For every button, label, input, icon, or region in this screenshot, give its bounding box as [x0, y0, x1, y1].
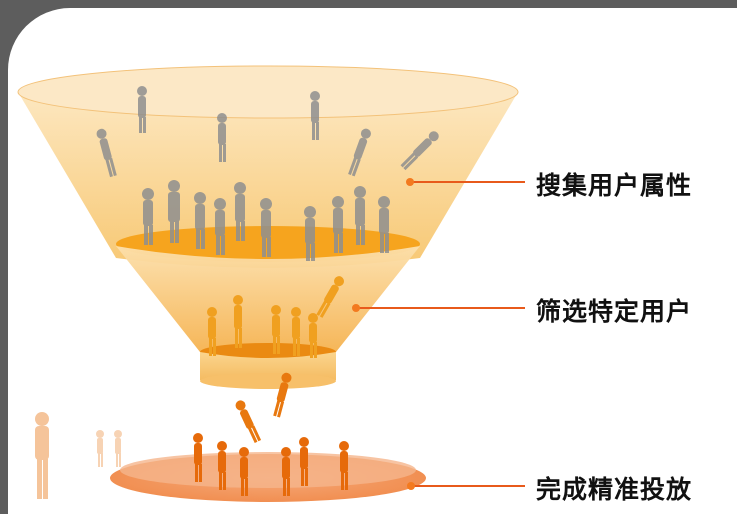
stage-label-deliver: 完成精准投放 [536, 475, 693, 504]
person-icon [114, 430, 122, 467]
target-plate [110, 452, 426, 502]
person-icon [217, 441, 227, 490]
person-icon [304, 206, 316, 261]
dot-icon [406, 178, 414, 186]
person-icon [271, 305, 281, 354]
people-group-falling [235, 372, 292, 443]
connector-3 [407, 482, 525, 490]
person-icon [316, 276, 344, 318]
person-icon [332, 196, 344, 253]
dot-icon [407, 482, 415, 490]
person-icon [299, 437, 309, 486]
person-icon [239, 447, 249, 496]
frame-top-bar [0, 0, 737, 10]
connector-2 [352, 304, 525, 312]
person-icon [310, 91, 320, 140]
person-icon [291, 307, 301, 356]
person-icon [194, 192, 206, 249]
person-icon [260, 198, 272, 257]
people-group-top [96, 86, 439, 261]
person-icon [281, 447, 291, 496]
person-icon [378, 196, 390, 253]
person-icon [217, 113, 227, 162]
person-icon [96, 430, 104, 467]
person-icon [234, 182, 246, 241]
person-icon [35, 412, 49, 499]
person-icon [137, 86, 147, 133]
people-group-outside [35, 412, 122, 499]
person-icon [193, 433, 203, 482]
stage-label-collect: 搜集用户属性 [536, 171, 693, 200]
person-icon [214, 198, 226, 255]
person-icon [96, 128, 117, 178]
funnel-neck [200, 352, 336, 389]
person-icon [168, 180, 180, 243]
person-icon [235, 400, 262, 443]
person-icon [273, 372, 292, 418]
funnel-middle-section [116, 246, 420, 361]
stage-label-filter: 筛选特定用户 [536, 297, 693, 326]
person-icon [308, 313, 318, 358]
people-group-bottom [193, 433, 349, 496]
person-icon [339, 441, 349, 490]
person-icon [142, 188, 154, 245]
dot-icon [352, 304, 360, 312]
person-icon [348, 128, 371, 177]
person-icon [354, 186, 366, 245]
connector-1 [406, 178, 525, 186]
person-icon [207, 307, 217, 356]
frame-left-bar [0, 0, 8, 514]
person-icon [233, 295, 243, 348]
person-icon [400, 131, 439, 171]
people-group-middle [207, 276, 344, 358]
